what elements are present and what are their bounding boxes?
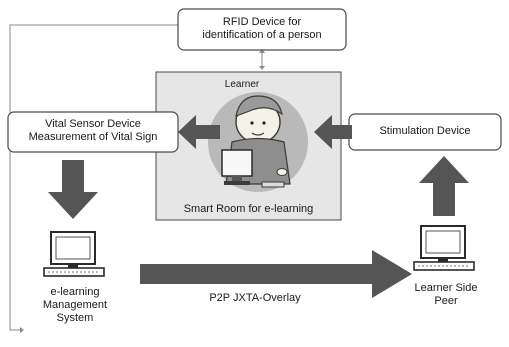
stimulation-to-room-arrow <box>314 115 352 149</box>
peer-line2: Peer <box>434 295 458 307</box>
lms-line1: e-learning <box>50 286 100 298</box>
rfid-device-line2: identification of a person <box>202 29 322 41</box>
smart-room-caption-text: Smart Room for e-learning <box>183 203 314 215</box>
room-to-vital-arrow <box>178 115 220 149</box>
rfid-side-connector-head <box>20 327 24 333</box>
vital-to-lms-arrow <box>48 160 98 219</box>
p2p-overlay-arrow <box>140 250 412 298</box>
lms-computer-icon <box>43 231 105 277</box>
peer-label: Learner Side Peer <box>396 282 496 308</box>
learner-label: Learner <box>212 78 272 91</box>
rfid-room-connector-head-bottom <box>259 66 265 70</box>
rfid-device-line1: RFID Device for <box>222 16 302 28</box>
lms-line3: System <box>56 312 94 324</box>
vital-sensor-line1: Vital Sensor Device <box>45 118 141 130</box>
smart-room-caption: Smart Room for e-learning <box>156 203 341 216</box>
p2p-overlay-label: P2P JXTA-Overlay <box>180 292 330 305</box>
rfid-device-box <box>177 8 347 51</box>
rfid-device-label: RFID Device for identification of a pers… <box>178 16 346 42</box>
peer-computer-icon <box>413 225 475 271</box>
stimulation-device-label: Stimulation Device <box>349 125 501 138</box>
vital-sensor-line2: Measurement of Vital Sign <box>28 131 158 143</box>
learner-illustration <box>208 92 308 192</box>
p2p-overlay-text: P2P JXTA-Overlay <box>209 292 301 304</box>
lms-line2: Management <box>42 299 108 311</box>
rfid-side-connector <box>9 24 178 331</box>
vital-sensor-label: Vital Sensor Device Measurement of Vital… <box>8 118 178 144</box>
learner-text: Learner <box>224 79 260 90</box>
stimulation-device-text: Stimulation Device <box>379 125 471 137</box>
rfid-room-connector-head-top <box>259 49 265 53</box>
peer-line1: Learner Side <box>414 282 478 294</box>
peer-to-stimulation-arrow <box>419 156 469 216</box>
lms-label: e-learning Management System <box>30 286 120 325</box>
